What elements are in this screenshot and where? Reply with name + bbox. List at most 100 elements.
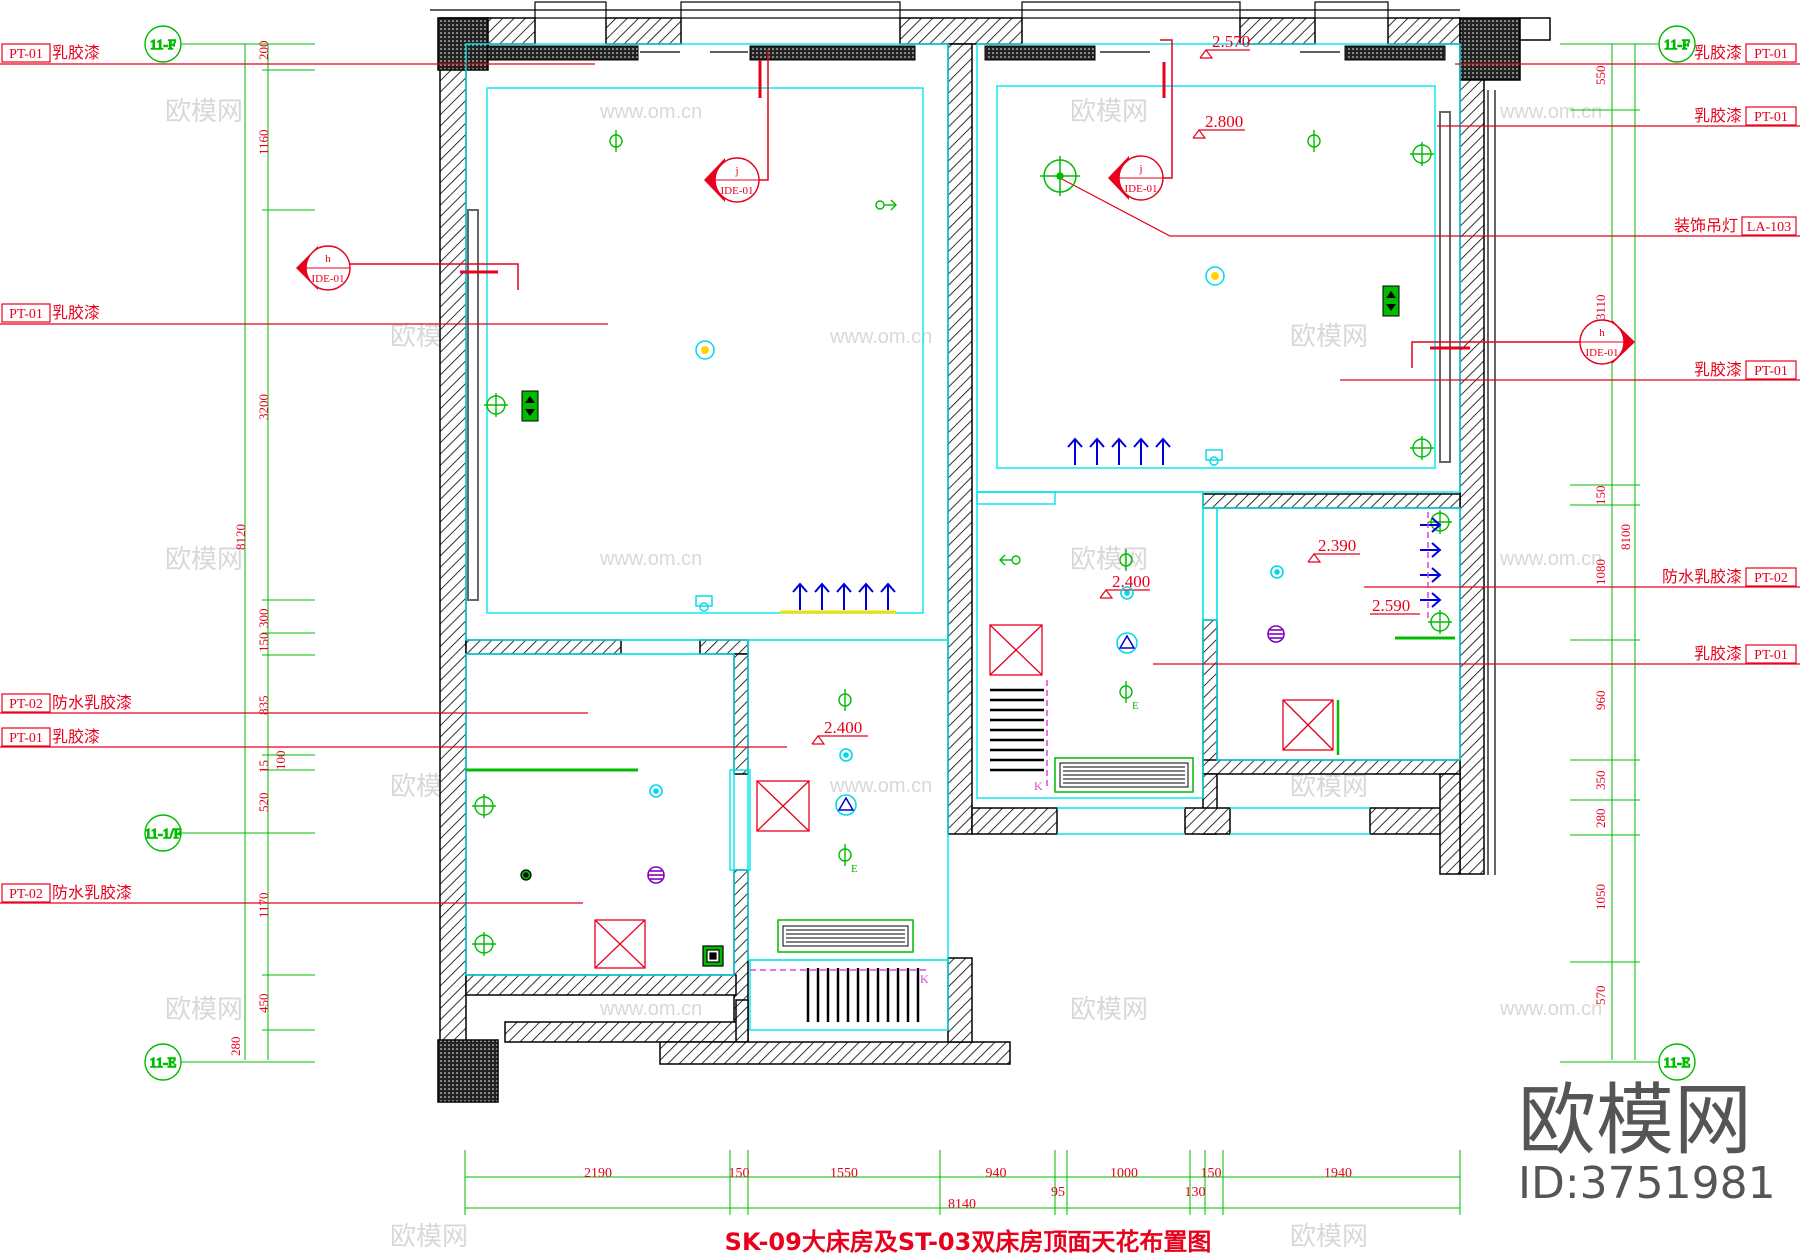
spotlight-icon xyxy=(1270,565,1284,579)
svg-text:IDE-01: IDE-01 xyxy=(312,273,345,285)
elevation-mark: 2.800 xyxy=(1192,112,1245,139)
watermark-url: www.om.cn xyxy=(599,548,702,570)
air-supply-arrows xyxy=(792,437,1442,610)
watermark-url: www.om.cn xyxy=(599,101,702,123)
elevation-mark: 2.400 xyxy=(811,718,868,745)
svg-text:2.390: 2.390 xyxy=(1318,536,1356,555)
svg-text:IDE-01: IDE-01 xyxy=(721,185,754,197)
svg-text:E: E xyxy=(1132,700,1139,712)
elevation-mark: 2.390 xyxy=(1307,536,1360,563)
svg-text:11-E: 11-E xyxy=(150,1056,177,1071)
downlight-icon xyxy=(838,689,852,711)
ceiling-light-icon xyxy=(1410,142,1434,166)
air-return-icon xyxy=(695,595,713,612)
dim-text: 570 xyxy=(1593,986,1608,1006)
elevation-mark: 2.570 xyxy=(1199,32,1250,59)
svg-text:装饰吊灯: 装饰吊灯 xyxy=(1674,217,1738,235)
dim-text: 150 xyxy=(1593,486,1608,506)
linear-grille-icon xyxy=(1054,757,1194,793)
watermark-tile: 欧模网 xyxy=(390,1222,468,1252)
exit-sign-icon xyxy=(999,554,1021,566)
dim-text: 1940 xyxy=(1324,1166,1352,1181)
sprinkler-icon xyxy=(835,794,857,816)
svg-text:PT-01: PT-01 xyxy=(1754,648,1788,663)
watermark-tile: 欧模网 xyxy=(1070,97,1148,127)
dim-text: 100 xyxy=(273,751,288,771)
dim-text: 150 xyxy=(256,633,271,653)
right-callouts: 乳胶漆 PT-01 乳胶漆 PT-01 装饰吊灯 LA-103 乳胶漆 PT-0… xyxy=(1662,43,1797,664)
ceiling-light-icon xyxy=(1428,610,1452,634)
ceiling-light-icon xyxy=(1428,510,1452,534)
walls xyxy=(439,17,1485,1065)
ceiling-light-icon xyxy=(472,932,496,956)
watermark-tiles: 欧模网 欧模网 欧模网 欧模网 欧模网 欧模网 欧模网 欧模网 欧模网 欧模网 … xyxy=(165,97,1602,1252)
dim-text: 350 xyxy=(1593,771,1608,791)
dim-text: 130 xyxy=(1185,1185,1206,1200)
svg-text:PT-01: PT-01 xyxy=(1754,47,1788,62)
dim-text: 150 xyxy=(729,1166,750,1181)
finish-callout: PT-02 防水乳胶漆 xyxy=(1,883,132,903)
watermark-url: www.om.cn xyxy=(829,775,932,797)
svg-text:LA-103: LA-103 xyxy=(1747,220,1791,235)
finish-callout: 乳胶漆 PT-01 xyxy=(1694,360,1797,380)
svg-text:2.400: 2.400 xyxy=(1112,572,1150,591)
access-panel-icon xyxy=(756,780,810,832)
dim-text: 450 xyxy=(256,994,271,1014)
curtain-boxes xyxy=(487,45,1446,61)
finish-callout: 乳胶漆 PT-01 xyxy=(1694,644,1797,664)
exit-sign-icon xyxy=(875,199,897,211)
section-mark-h: h IDE-01 xyxy=(296,245,519,291)
svg-text:乳胶漆: 乳胶漆 xyxy=(52,304,100,322)
svg-text:h: h xyxy=(1599,327,1605,339)
section-mark-h: h IDE-01 xyxy=(1411,319,1635,368)
watermark-url: www.om.cn xyxy=(599,998,702,1020)
svg-text:乳胶漆: 乳胶漆 xyxy=(1694,44,1742,62)
svg-text:j: j xyxy=(734,165,738,177)
grid-bubbles: 11-F 11-1/F 11-E 11-F 11-E xyxy=(144,25,1696,1081)
dimension-lines xyxy=(180,43,1660,1215)
grid-bubble: 11-F xyxy=(144,25,182,63)
svg-text:PT-01: PT-01 xyxy=(9,47,43,62)
sprinkler-icon xyxy=(1116,632,1138,654)
watermark-tile: 欧模网 xyxy=(165,97,243,127)
dim-text: 280 xyxy=(228,1037,243,1057)
curtain-rails xyxy=(467,111,1451,601)
leader-lines xyxy=(0,63,1800,904)
svg-text:2.400: 2.400 xyxy=(824,718,862,737)
windows xyxy=(430,1,1496,875)
drawing-title: SK-09大床房及ST-03双床房顶面天花布置图 xyxy=(725,1228,1212,1256)
left-dimensions: 200 1160 3200 8120 300 150 835 100 15 52… xyxy=(228,41,288,1057)
svg-text:2.800: 2.800 xyxy=(1205,112,1243,131)
dim-text: 2190 xyxy=(584,1166,612,1181)
downlight-e-icon: E xyxy=(838,844,858,875)
dim-text: 520 xyxy=(256,793,271,813)
shower-icon xyxy=(520,869,532,881)
grid-bubble: 11-E xyxy=(1658,1043,1696,1081)
dim-text: 300 xyxy=(256,609,271,629)
dim-text: 550 xyxy=(1593,66,1608,86)
svg-text:乳胶漆: 乳胶漆 xyxy=(52,728,100,746)
svg-text:PT-01: PT-01 xyxy=(9,307,43,322)
watermark-url: www.om.cn xyxy=(1499,101,1602,123)
svg-text:PT-01: PT-01 xyxy=(1754,364,1788,379)
downlight-icon xyxy=(1119,549,1133,571)
finish-callout: 乳胶漆 PT-01 xyxy=(1694,106,1797,126)
ceiling-lines xyxy=(465,43,1461,1031)
watermark-tile: 欧模网 xyxy=(1070,995,1148,1025)
grid-bubble: 11-1/F xyxy=(144,814,182,852)
closet-rail-icon xyxy=(806,968,920,1022)
access-panel-icon xyxy=(594,919,646,969)
right-dimensions: 550 3110 150 1080 8100 960 350 280 1050 … xyxy=(1593,66,1633,1006)
svg-text:11-1/F: 11-1/F xyxy=(145,827,182,842)
sensor-icon xyxy=(1205,266,1225,286)
ceiling-devices: E E xyxy=(466,130,1455,1022)
dim-text: 1080 xyxy=(1593,559,1608,585)
dim-text: 150 xyxy=(1201,1166,1222,1181)
thermostat-icon xyxy=(1382,285,1400,317)
exhaust-fan-square-icon xyxy=(702,945,724,967)
svg-text:乳胶漆: 乳胶漆 xyxy=(1694,107,1742,125)
dim-text: 960 xyxy=(1593,691,1608,711)
dim-text: 835 xyxy=(256,696,271,716)
downlight-icon xyxy=(1307,130,1321,152)
dim-text: 3200 xyxy=(256,394,271,420)
